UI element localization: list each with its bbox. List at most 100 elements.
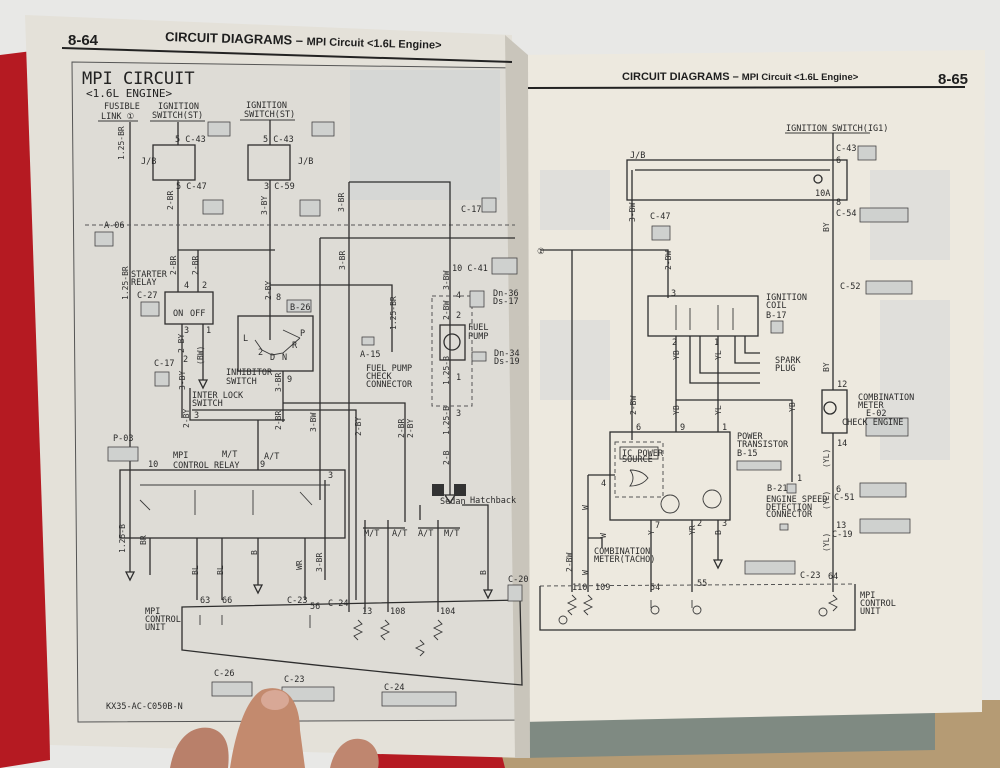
- wire-code-label: 2-BR: [274, 411, 283, 430]
- wire-code-label: 2-BR: [397, 419, 406, 438]
- diagram-label: ON: [173, 309, 183, 319]
- wire-code-label: BY: [822, 222, 831, 232]
- diagram-label: 13: [362, 607, 372, 617]
- wire-code-label: 3-BR: [337, 193, 346, 212]
- right-page-header: CIRCUIT DIAGRAMS – MPI Circuit <1.6L Eng…: [622, 71, 859, 83]
- wire-code-label: 1.25-B: [442, 406, 451, 435]
- diagram-label: C-26: [214, 669, 234, 679]
- wire-code-label: 3-BR: [274, 373, 283, 392]
- diagram-label: C-43: [836, 144, 856, 154]
- diagram-label: SOURCE: [622, 455, 653, 465]
- diagram-label: 55: [697, 579, 707, 589]
- wire-code-label: 2-BY: [354, 417, 363, 436]
- diagram-label: DETECTION: [766, 503, 812, 513]
- diagram-label: E-02: [866, 409, 886, 419]
- wire-code-label: YL: [714, 350, 723, 360]
- diagram-label: INHIBITOR: [226, 368, 273, 378]
- wire-code-label: Y: [647, 530, 656, 535]
- left-wiring: [85, 119, 523, 686]
- diagram-label: RELAY: [131, 278, 157, 288]
- wire-code-label: 3-BR: [315, 553, 324, 572]
- wire-code-label: 1.25-BR: [121, 266, 130, 300]
- diagram-label: M/T: [222, 450, 237, 460]
- diagram-label: Sedan: [440, 497, 466, 507]
- diagram-label: ①: [537, 247, 545, 257]
- diagram-label: IGNITION: [246, 101, 287, 111]
- diagram-label: INTER LOCK: [192, 391, 244, 401]
- diagram-label: C-54: [836, 209, 856, 219]
- diagram-label: CONTROL: [860, 599, 896, 609]
- diagram-label: 13: [836, 521, 846, 531]
- diagram-label: C-23: [284, 675, 304, 685]
- right-header-sub: MPI Circuit <1.6L Engine>: [742, 72, 859, 83]
- diagram-title: MPI CIRCUIT: [82, 69, 195, 89]
- diagram-label: 3: [456, 409, 461, 419]
- wire-code-label: 1.25-BR: [117, 126, 126, 160]
- diagram-label: 6: [836, 485, 841, 495]
- diagram-label: D: [270, 353, 275, 363]
- diagram-label: 2: [672, 338, 677, 348]
- wire-code-label: BY: [822, 362, 831, 372]
- diagram-label: SWITCH(ST): [152, 111, 203, 121]
- wire-code-label: 2-BW: [629, 396, 638, 415]
- diagram-label: C-17: [154, 359, 174, 369]
- diagram-label: C-23: [800, 571, 820, 581]
- wire-code-label: BL: [191, 565, 200, 575]
- wire-code-label: 2-BY: [406, 419, 415, 438]
- diagram-label: CHECK ENGINE: [842, 418, 903, 428]
- diagram-label: M/T: [364, 529, 379, 539]
- right-page-number: 8-65: [938, 71, 968, 88]
- wire-code-label: 2-BR: [169, 256, 178, 275]
- diagram-label: 109: [595, 583, 610, 593]
- diagram-label: UNIT: [860, 607, 880, 617]
- wire-code-label: 2-BW: [565, 553, 574, 572]
- diagram-label: C-19: [832, 530, 852, 540]
- diagram-label: B-15: [737, 449, 757, 459]
- diagram-label: A-06: [104, 221, 124, 231]
- diagram-label: 4: [184, 281, 189, 291]
- wire-code-label: (YL): [822, 449, 831, 468]
- wire-code-label: WR: [295, 560, 304, 570]
- wire-code-label: B: [250, 550, 259, 555]
- diagram-label: C-23: [287, 596, 307, 606]
- diagram-label: A-15: [360, 350, 380, 360]
- diagram-label: COMBINATION: [858, 393, 914, 403]
- wire-code-label: 2-BW: [664, 251, 673, 270]
- diagram-label: P-03: [113, 434, 133, 444]
- diagram-label: MPI: [860, 591, 875, 601]
- wire-code-label: YL: [714, 405, 723, 415]
- wire-code-label: 2-BY: [182, 409, 191, 428]
- diagram-label: METER(TACHO): [594, 555, 655, 565]
- diagram-label: 3: [328, 471, 333, 481]
- diagram-label: 108: [390, 607, 405, 617]
- diagram-label: Dn-36: [493, 289, 519, 299]
- left-connector-icons: [94, 121, 523, 707]
- wire-code-label: (YL): [822, 491, 831, 510]
- wire-code-label: (YL): [822, 533, 831, 552]
- diagram-label: 3: [671, 289, 676, 299]
- wire-code-label: 2-BY: [264, 281, 273, 300]
- diagram-label: 4: [456, 291, 461, 301]
- wire-code-label: 1.25-B: [118, 524, 127, 553]
- diagram-label: 104: [440, 607, 455, 617]
- wire-code-label: 3-BY: [178, 371, 187, 390]
- diagram-label: Dn-34: [494, 349, 520, 359]
- diagram-label: IGNITION: [766, 293, 807, 303]
- diagram-label: 1: [797, 474, 802, 484]
- wire-code-label: 3-BW: [628, 203, 637, 222]
- diagram-label: B-17: [766, 311, 786, 321]
- wire-code-label: 3-BR: [338, 251, 347, 270]
- diagram-label: 10 C-41: [452, 264, 488, 274]
- left-header-main: CIRCUIT DIAGRAMS –: [165, 29, 303, 48]
- diagram-label: 66: [222, 596, 232, 606]
- diagram-label: FUSIBLE: [104, 102, 140, 112]
- bleed-through: [350, 70, 950, 460]
- diagram-label: C-20: [508, 575, 528, 585]
- diagram-label: 8: [276, 293, 281, 303]
- wire-code-label: 2-BY: [177, 334, 186, 353]
- diagram-label: METER: [858, 401, 884, 411]
- diagram-label: PUMP: [468, 332, 488, 342]
- wire-code-label: YB: [672, 350, 681, 360]
- right-header-rule: [527, 86, 966, 89]
